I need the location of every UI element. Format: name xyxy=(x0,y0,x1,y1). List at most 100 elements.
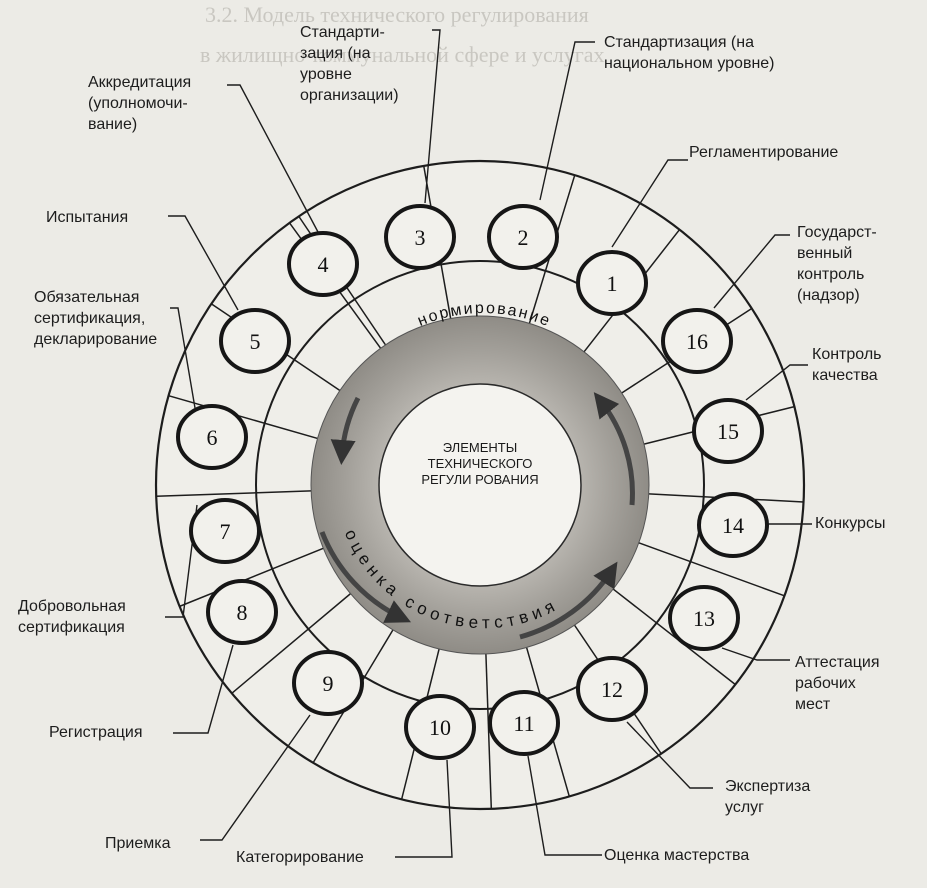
arc-arrow-bottom-left xyxy=(319,531,412,623)
outer-ring-inner-edge xyxy=(255,260,705,710)
label-line: Регламентирование xyxy=(689,144,839,161)
node-circle-3 xyxy=(384,204,456,270)
leader-line-12 xyxy=(626,721,713,789)
label-line: услуг xyxy=(725,799,764,816)
node-circle-7 xyxy=(189,498,261,564)
label-node-8: Регистрация xyxy=(49,722,143,743)
label-line: Государст- xyxy=(797,224,877,241)
label-node-12: Экспертиза услуг xyxy=(725,776,810,818)
background-title-line2: в жилищно-коммунальной сфере и услугах xyxy=(200,42,605,67)
label-line: Оценка мастерства xyxy=(604,847,750,864)
label-line: Добровольная xyxy=(18,598,126,615)
label-node-3: Стандарти-зация (на уровне организации) xyxy=(300,22,399,106)
label-line: Экспертиза xyxy=(725,778,811,795)
label-line: вание) xyxy=(88,116,138,133)
node-number-8: 8 xyxy=(237,600,248,625)
ring-divider xyxy=(156,490,312,498)
label-line: контроль xyxy=(797,266,865,283)
node-circle-4 xyxy=(287,231,359,297)
leader-line-1 xyxy=(611,159,688,248)
node-circle-10 xyxy=(404,694,476,760)
label-line: венный xyxy=(797,245,853,262)
leader-line-5 xyxy=(168,215,239,311)
label-node-16: Государст-венный контроль (надзор) xyxy=(797,222,877,306)
label-line: Стандарти- xyxy=(300,24,385,41)
ring-divider xyxy=(168,394,318,440)
ring-divider xyxy=(231,593,352,694)
leader-line-11 xyxy=(527,755,602,856)
label-node-10: Категорирование xyxy=(236,847,364,868)
center-title: ЭЛЕМЕНТЫ ТЕХНИЧЕСКОГО РЕГУЛИ РОВАНИЯ xyxy=(390,440,570,488)
node-number-10: 10 xyxy=(429,715,451,740)
label-line: Стандартизация (на xyxy=(604,34,754,51)
label-line: зация (на xyxy=(300,45,371,62)
leader-line-13 xyxy=(721,647,790,661)
node-number-4: 4 xyxy=(318,252,329,277)
label-line: Аттестация xyxy=(795,654,880,671)
node-number-5: 5 xyxy=(250,329,261,354)
center-title-line: ТЕХНИЧЕСКОГО xyxy=(427,456,533,471)
label-line: сертификация xyxy=(18,619,125,636)
node-number-15: 15 xyxy=(717,419,739,444)
leader-line-8 xyxy=(173,644,234,734)
node-circle-13 xyxy=(668,585,740,651)
label-line: декларирование xyxy=(34,331,158,348)
label-line: сертификация, xyxy=(34,310,146,327)
label-line: Испытания xyxy=(46,209,129,226)
label-line: Аккредитация xyxy=(88,74,192,91)
label-node-13: Аттестация рабочих мест xyxy=(795,652,880,715)
label-line: Категорирование xyxy=(236,849,364,866)
node-circle-9 xyxy=(292,650,364,716)
node-circle-14 xyxy=(697,492,769,558)
label-line: рабочих xyxy=(795,675,856,692)
node-circle-2 xyxy=(487,204,559,270)
arc-arrow-right xyxy=(593,392,635,506)
label-line: организации) xyxy=(300,87,399,104)
label-line: (надзор) xyxy=(797,287,860,304)
label-line: Конкурсы xyxy=(815,515,886,532)
label-line: Обязательная xyxy=(34,289,140,306)
leader-line-15 xyxy=(745,364,808,401)
node-number-9: 9 xyxy=(323,671,334,696)
leader-line-9 xyxy=(200,714,311,841)
center-title-line: ЭЛЕМЕНТЫ xyxy=(442,440,518,455)
node-circle-5 xyxy=(219,308,291,374)
node-circle-1 xyxy=(576,250,648,316)
node-circle-12 xyxy=(576,656,648,722)
leader-line-6 xyxy=(170,307,196,409)
label-line: Регистрация xyxy=(49,724,143,741)
label-node-1: Регламентирование xyxy=(689,142,838,163)
ring-divider xyxy=(638,542,785,597)
label-node-4: Аккредитация (уполномочи-вание) xyxy=(88,72,191,135)
node-number-12: 12 xyxy=(601,677,623,702)
label-node-5: Испытания xyxy=(46,207,128,228)
label-line: национальном уровне) xyxy=(604,55,775,72)
label-node-11: Оценка мастерства xyxy=(604,845,749,866)
center-circle xyxy=(378,383,582,587)
label-node-7: Добровольная сертификация xyxy=(18,596,126,638)
node-number-11: 11 xyxy=(513,711,534,736)
label-line: качества xyxy=(812,367,878,384)
label-line: мест xyxy=(795,696,831,713)
label-line: (уполномочи- xyxy=(88,95,188,112)
ring-divider xyxy=(179,547,324,608)
leader-line-3 xyxy=(424,29,441,204)
node-number-1: 1 xyxy=(607,271,618,296)
label-line: уровне xyxy=(300,66,352,83)
node-circle-6 xyxy=(176,404,248,470)
node-number-6: 6 xyxy=(207,425,218,450)
label-node-6: Обязательная сертификация, декларирование xyxy=(34,287,157,350)
node-circle-16 xyxy=(661,308,733,374)
node-number-7: 7 xyxy=(220,519,231,544)
label-node-14: Конкурсы xyxy=(815,513,885,534)
leader-lines xyxy=(165,29,812,858)
label-node-2: Стандартизация (на национальном уровне) xyxy=(604,32,775,74)
node-number-3: 3 xyxy=(415,225,426,250)
leader-line-10 xyxy=(395,759,453,858)
ring-divider xyxy=(612,588,736,686)
label-node-15: Контроль качества xyxy=(812,344,882,386)
label-line: Контроль xyxy=(812,346,882,363)
